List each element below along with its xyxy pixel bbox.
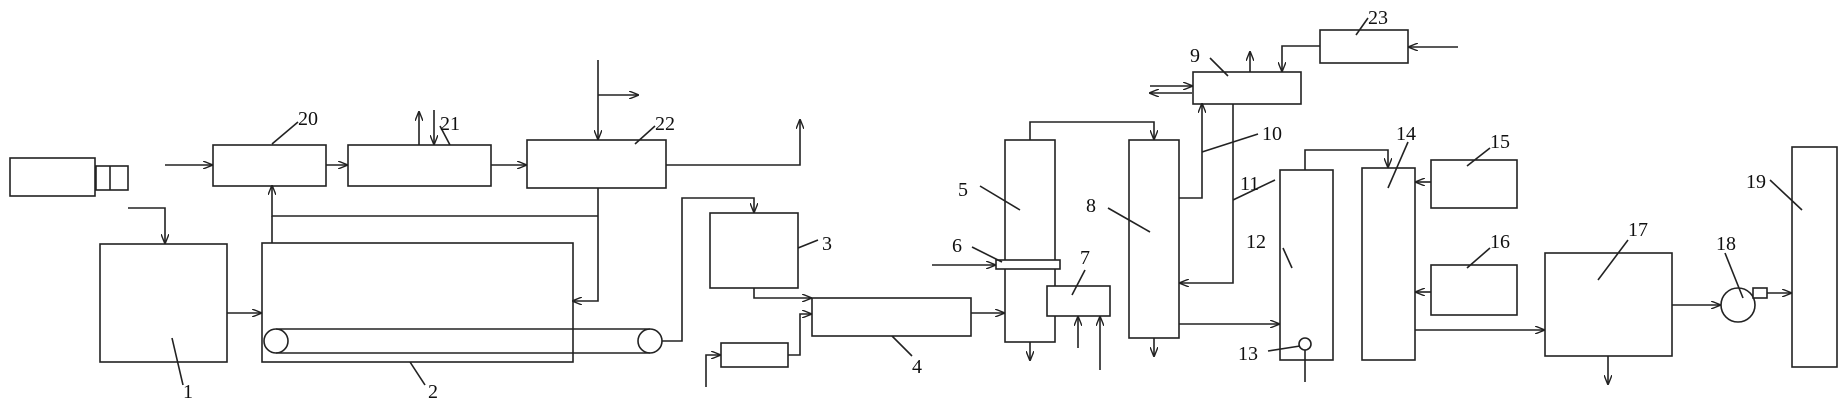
leader-5 bbox=[979, 185, 1021, 211]
unit-17-box bbox=[1544, 252, 1673, 357]
pump-outlet bbox=[1752, 287, 1768, 299]
conveyor-roller-right bbox=[637, 328, 663, 354]
leader-8 bbox=[1107, 207, 1151, 233]
leader-19 bbox=[1769, 179, 1803, 211]
flow-recycle-to-20 bbox=[272, 186, 598, 217]
label-2: 2 bbox=[428, 381, 438, 403]
leader-11 bbox=[1232, 179, 1276, 201]
flow-feeder-to-1 bbox=[128, 207, 165, 243]
unit-15-box bbox=[1430, 159, 1518, 209]
feeder-body bbox=[9, 157, 96, 197]
label-21: 21 bbox=[440, 113, 460, 135]
leader-6 bbox=[971, 246, 1003, 263]
leader-15 bbox=[1466, 147, 1491, 167]
unit-19-box bbox=[1791, 146, 1838, 368]
unit-13-valve bbox=[1298, 337, 1312, 351]
leader-3 bbox=[797, 239, 819, 249]
unit-21-box bbox=[347, 144, 492, 187]
label-12: 12 bbox=[1246, 231, 1266, 253]
label-19: 19 bbox=[1746, 171, 1766, 193]
reference-numerals: 1 2 3 4 5 6 7 8 9 10 11 12 13 14 15 16 1… bbox=[183, 7, 1766, 403]
unit-8-column bbox=[1128, 139, 1180, 339]
leader-17 bbox=[1597, 239, 1629, 281]
flow-lines bbox=[128, 46, 1791, 387]
label-18: 18 bbox=[1716, 233, 1736, 255]
flow-23-to-9 bbox=[1282, 45, 1320, 71]
label-10: 10 bbox=[1262, 123, 1282, 145]
flow-in-to-4-feeder bbox=[705, 355, 720, 387]
label-17: 17 bbox=[1628, 219, 1648, 241]
unit-3-box bbox=[709, 212, 799, 289]
leader-18 bbox=[1724, 252, 1744, 299]
unit-16-box bbox=[1430, 264, 1518, 316]
unit-4-feeder-box bbox=[720, 342, 789, 368]
unit-2-box bbox=[261, 242, 574, 363]
label-4: 4 bbox=[912, 356, 922, 378]
label-20: 20 bbox=[298, 108, 318, 130]
flow-9-to-8 bbox=[1180, 104, 1234, 283]
unit-feeder bbox=[9, 157, 129, 197]
pump-housing bbox=[1720, 287, 1756, 323]
feeder-nozzle bbox=[95, 165, 129, 191]
unit-20-box bbox=[212, 144, 327, 187]
leader-4 bbox=[891, 335, 913, 357]
leader-21 bbox=[439, 125, 451, 146]
leader-16 bbox=[1466, 247, 1491, 269]
leader-7 bbox=[1071, 269, 1086, 296]
label-14: 14 bbox=[1396, 123, 1416, 145]
label-3: 3 bbox=[822, 233, 832, 255]
flow-3-to-4 bbox=[753, 288, 811, 298]
flow-8-to-9 bbox=[1179, 104, 1202, 199]
unit-7-box bbox=[1046, 285, 1111, 317]
unit-1-box bbox=[99, 243, 228, 363]
conveyor-roller-left bbox=[263, 328, 289, 354]
leader-2 bbox=[409, 361, 426, 386]
leader-lines bbox=[171, 17, 1803, 386]
unit-12-column bbox=[1279, 169, 1334, 361]
leader-12 bbox=[1282, 247, 1293, 269]
unit-22-box bbox=[526, 139, 667, 189]
label-9: 9 bbox=[1190, 45, 1200, 67]
label-5: 5 bbox=[958, 179, 968, 201]
leader-22 bbox=[634, 125, 656, 145]
leader-10 bbox=[1201, 133, 1259, 153]
label-6: 6 bbox=[952, 235, 962, 257]
label-1: 1 bbox=[183, 381, 193, 403]
flow-12-to-14 bbox=[1304, 149, 1388, 170]
label-16: 16 bbox=[1490, 231, 1510, 253]
label-15: 15 bbox=[1490, 131, 1510, 153]
label-22: 22 bbox=[655, 113, 675, 135]
flow-conveyor-to-3 bbox=[662, 197, 754, 342]
flow-5-to-8 bbox=[1029, 121, 1154, 140]
leader-23 bbox=[1355, 17, 1369, 36]
flow-4-feeder-to-4 bbox=[788, 314, 811, 356]
unit-4-box bbox=[811, 297, 972, 337]
unit-6-plate bbox=[995, 259, 1061, 270]
leader-14 bbox=[1387, 141, 1409, 189]
leader-9 bbox=[1209, 57, 1229, 77]
unit-2-conveyor bbox=[261, 242, 663, 363]
flow-22-to-2 bbox=[573, 188, 599, 301]
leader-1 bbox=[171, 337, 184, 386]
label-7: 7 bbox=[1080, 247, 1090, 269]
unit-9-box bbox=[1192, 71, 1302, 105]
label-23: 23 bbox=[1368, 7, 1388, 29]
unit-18-pump bbox=[1720, 287, 1768, 323]
unit-23-box bbox=[1319, 29, 1409, 64]
label-8: 8 bbox=[1086, 195, 1096, 217]
leader-13 bbox=[1267, 345, 1301, 352]
label-11: 11 bbox=[1240, 173, 1259, 195]
flow-22-exhaust bbox=[666, 120, 800, 166]
leader-20 bbox=[271, 121, 299, 145]
unit-14-column bbox=[1361, 167, 1416, 361]
label-13: 13 bbox=[1238, 343, 1258, 365]
